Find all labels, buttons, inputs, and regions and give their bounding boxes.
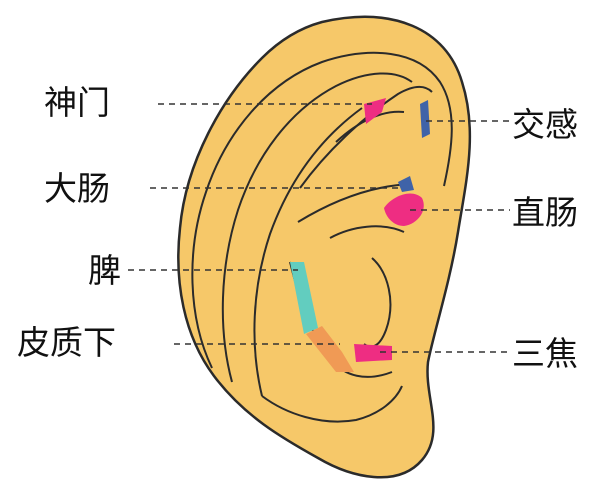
jiaogan-point: [420, 100, 430, 138]
leader-lines: [128, 103, 510, 353]
label-shenmen: 神门: [44, 83, 110, 122]
pi-point: [290, 262, 318, 334]
label-zhichang: 直肠: [512, 193, 578, 232]
zhichang-point: [384, 193, 424, 226]
ear-outline: [177, 15, 472, 479]
antihelix-inner-line: [253, 107, 363, 397]
label-pi: 脾: [88, 251, 121, 290]
label-sanjiao: 三焦: [512, 334, 578, 373]
sanjiao-point: [354, 344, 392, 362]
label-jiaogan: 交感: [512, 105, 578, 144]
antihelix-outer-line: [221, 72, 413, 383]
pizhixia-point: [306, 326, 354, 372]
label-dachang: 大肠: [44, 169, 110, 208]
dachang-point: [398, 176, 414, 192]
superior-crus-line: [299, 86, 433, 189]
helix-crus-line: [329, 225, 405, 239]
label-pizhixia: 皮质下: [17, 323, 116, 362]
helix-inner-line: [191, 51, 453, 369]
inferior-crus-line: [297, 183, 411, 223]
lobe-line: [261, 385, 403, 423]
